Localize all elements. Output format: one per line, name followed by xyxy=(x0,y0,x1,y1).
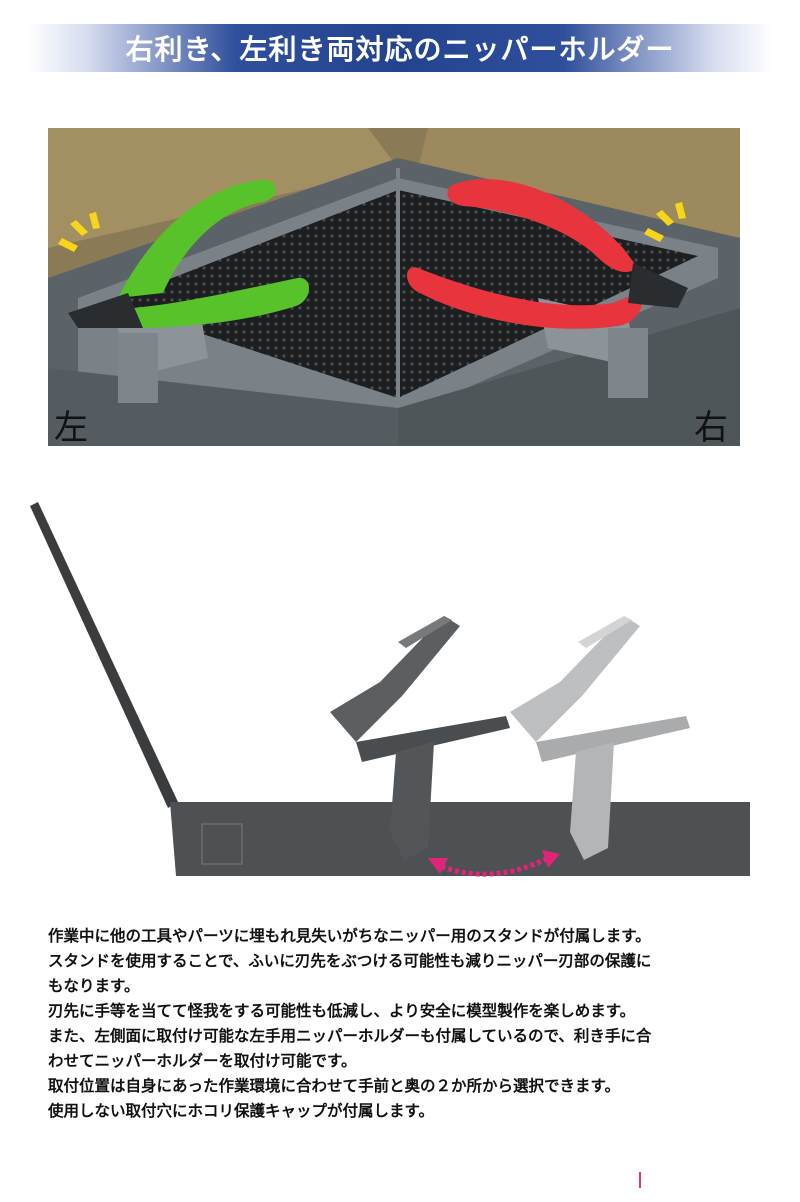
right-holder-clip xyxy=(608,328,648,398)
case-base xyxy=(170,802,750,876)
left-alert-marks xyxy=(58,212,100,252)
swap-arrow-right-head xyxy=(542,850,560,868)
box-wall-left xyxy=(48,128,398,248)
nipper-holder-photo xyxy=(48,128,740,446)
photo-illustration xyxy=(48,128,740,446)
description-line: 作業中に他の工具やパーツに埋もれ見失いがちなニッパー用のスタンドが付属します。 xyxy=(48,927,651,945)
title-banner: 右利き、左利き両対応のニッパーホルダー xyxy=(28,24,772,72)
case-mount-slot xyxy=(201,823,243,865)
green-nipper-upper-handle xyxy=(118,180,276,298)
case-lid xyxy=(30,502,178,808)
box-wall-right xyxy=(418,128,740,238)
swap-arrow-line xyxy=(434,855,550,877)
red-nipper-upper-handle xyxy=(447,179,638,273)
green-nipper-blade xyxy=(68,293,143,328)
left-label: 左 xyxy=(54,408,88,448)
right-alert-marks xyxy=(644,202,686,242)
mesh-mat xyxy=(108,190,698,398)
diagram-illustration xyxy=(30,502,750,877)
holder-dark xyxy=(330,616,510,860)
description-line: スタンドを使用することで、ふいに刃先をぶつける可能性も減りニッパー刃部の保護に xyxy=(48,952,652,970)
description-line: もなります。 xyxy=(48,977,140,995)
description-line: 取付位置は自身にあった作業環境に合わせて手前と奥の２か所から選択できます。 xyxy=(48,1077,620,1095)
description-line: 刃先に手等を当てて怪我をする可能性も低減し、より安全に模型製作を楽しめます。 xyxy=(48,1002,636,1020)
tray-front-right xyxy=(398,308,740,446)
red-nipper-blade xyxy=(628,263,688,308)
description-line: 使用しない取付穴にホコリ保護キャップが付属します。 xyxy=(48,1102,434,1120)
banner-title: 右利き、左利き両対応のニッパーホルダー xyxy=(125,33,675,66)
left-holder-clip xyxy=(118,333,158,403)
description-line: また、左側面に取付け可能な左手用ニッパーホルダーも付属しているので、利き手に合 xyxy=(48,1027,652,1045)
pink-divider-mark xyxy=(639,1172,641,1188)
red-nipper-lower-handle xyxy=(406,267,642,329)
green-nipper-lower-handle xyxy=(133,277,310,328)
description-line: わせてニッパーホルダーを取付け可能です。 xyxy=(48,1052,357,1070)
holder-light xyxy=(510,616,690,860)
swap-arrow-left-head xyxy=(428,858,448,874)
description-text: 作業中に他の工具やパーツに埋もれ見失いがちなニッパー用のスタンドが付属します。 … xyxy=(48,924,768,1124)
holder-diagram xyxy=(30,502,752,892)
right-label: 右 xyxy=(694,408,728,448)
